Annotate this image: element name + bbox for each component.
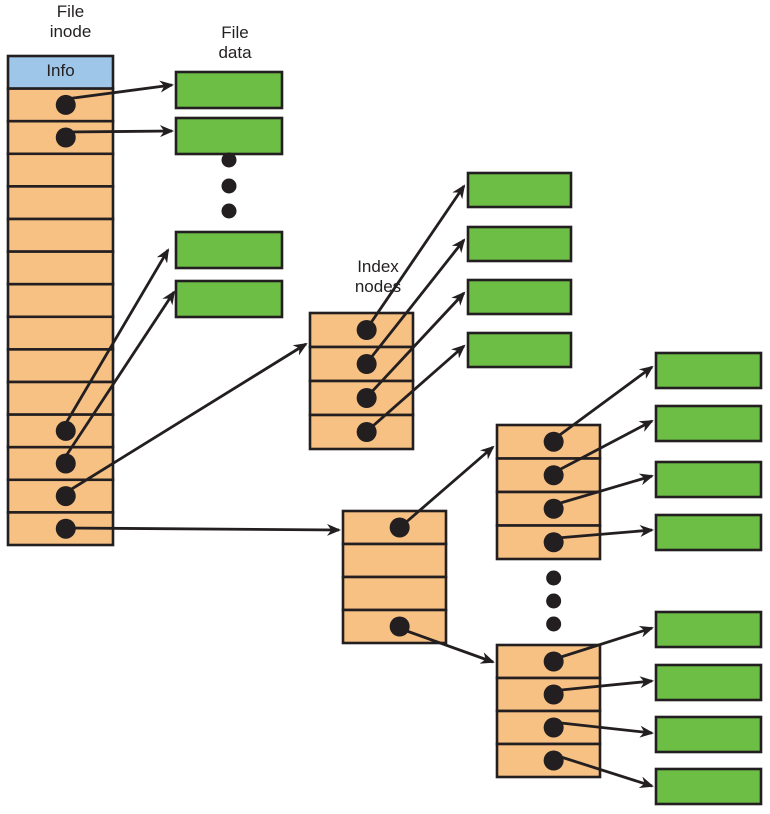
index-node-third-lower-dot	[543, 684, 564, 705]
inode-pointer-row	[6, 250, 115, 286]
indexnode2-row1-to-indexnode3a	[403, 445, 495, 526]
inode-pointer-dot	[55, 453, 76, 474]
index-node-1-data-block	[466, 278, 573, 316]
index-node-third-upper-dot	[543, 431, 564, 452]
inode-pointer-dot	[55, 518, 76, 539]
indexnode3b-row4-to-rdata8	[560, 755, 654, 789]
file-data-block	[174, 230, 284, 270]
inode-row13-to-indexnode1	[61, 342, 308, 497]
inode-pointer-row	[6, 348, 115, 384]
dots-layer	[55, 94, 564, 771]
right-data-block-lower	[654, 715, 763, 754]
index-node-third-upper-dot	[543, 532, 564, 553]
index-node-third-lower-dot	[543, 651, 564, 672]
file-data-ellipsis-dot-2	[221, 178, 237, 194]
right-data-block-upper	[654, 351, 763, 390]
right-data-block-upper	[654, 513, 763, 552]
inode-pointer-row	[6, 315, 115, 351]
inode-row12-to-data4	[60, 290, 176, 463]
shapes-layer	[6, 54, 763, 806]
indexnode1-row1-to-block1	[364, 184, 466, 331]
index-node-1-data-block	[466, 171, 573, 209]
indexnode3b-row3-to-rdata7	[560, 721, 654, 738]
file-data-block	[174, 279, 284, 319]
right-data-block-upper	[654, 404, 763, 443]
inode-pointer-row	[6, 282, 115, 319]
inode-row2-to-data2	[65, 125, 174, 138]
right-data-block-lower	[654, 610, 763, 649]
index-node-single-indirect-dot	[356, 422, 377, 442]
indexnode2-row4-to-indexnode3b	[403, 628, 495, 664]
indexnode3b-row2-to-rdata6	[560, 676, 654, 692]
index-node-single-indirect-dot	[356, 320, 377, 340]
inode-pointer-row	[6, 152, 115, 188]
index-node-double-indirect-dot	[389, 616, 410, 637]
index-node-third-lower-row	[495, 742, 602, 779]
inode-row14-to-indexnode2	[65, 523, 341, 536]
index-node-1-data-block	[466, 225, 573, 263]
index-node-double-indirect-dot	[389, 517, 410, 538]
right-data-block-lower	[654, 767, 763, 806]
inode-row11-to-data3	[60, 248, 170, 431]
inode-pointer-dot	[55, 420, 76, 441]
right-data-block-upper	[654, 460, 763, 499]
indexnode1-row4-to-block4	[365, 344, 466, 434]
index-node-third-upper-dot	[543, 465, 564, 486]
index-node-third-lower-dot	[543, 717, 564, 738]
index-node-single-indirect-dot	[356, 354, 377, 374]
inode-pointer-row	[6, 217, 115, 253]
index-node-single-indirect-dot	[356, 388, 377, 408]
index-node-double-indirect-row	[341, 575, 448, 612]
index-node-double-indirect-row	[341, 542, 448, 579]
right-data-block-lower	[654, 663, 763, 702]
file-inode-label: File inode	[49, 2, 92, 41]
file-data-block	[174, 70, 284, 110]
index-node-third-lower-dot	[543, 750, 564, 771]
inode-pointer-dot	[55, 486, 76, 507]
indexnode1-row3-to-block3	[364, 291, 466, 399]
file-data-block	[174, 116, 284, 156]
index-node-3-ellipsis-dot-3	[546, 616, 562, 632]
arrows-layer	[60, 80, 654, 789]
indexnode3a-row3-to-rdata3	[556, 473, 654, 506]
inode-pointer-dot	[55, 127, 76, 148]
index-node-1-data-block	[466, 331, 573, 369]
file-data-ellipsis-dot-1	[221, 152, 237, 168]
indexnode3a-row4-to-rdata4	[556, 525, 654, 540]
indexnode1-row2-to-block2	[364, 238, 466, 365]
info-cell-label: Info	[46, 61, 75, 80]
indexnode3b-row1-to-rdata5	[560, 625, 654, 659]
indexnode3a-row1-to-rdata1	[556, 365, 654, 439]
file-data-label: File data	[218, 23, 252, 62]
index-node-third-upper-dot	[543, 498, 564, 519]
index-nodes-label: Index nodes	[354, 257, 402, 296]
index-node-3-ellipsis-dot-1	[546, 570, 562, 586]
inode-pointer-dot	[55, 94, 76, 115]
index-node-3-ellipsis-dot-2	[546, 593, 562, 609]
file-data-ellipsis-dot-3	[221, 203, 237, 219]
inode-pointer-row	[6, 185, 115, 221]
indexnode3a-row2-to-rdata2	[556, 419, 654, 473]
inode-row1-to-data1	[65, 80, 174, 101]
